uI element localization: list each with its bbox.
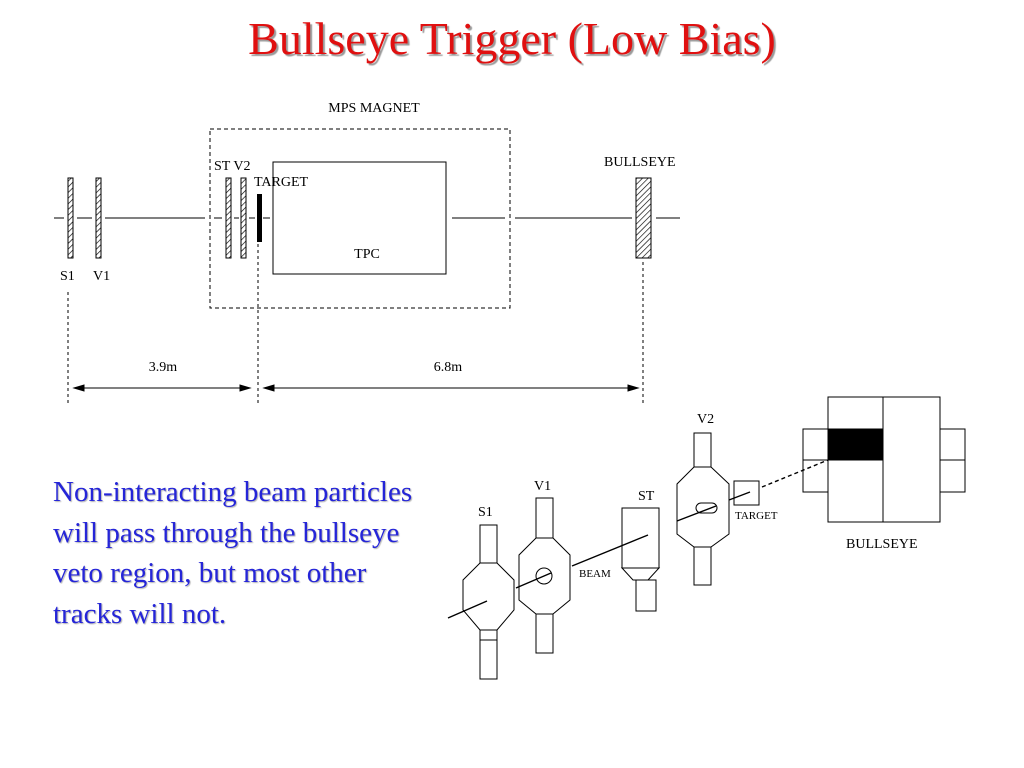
extension-lines <box>67 244 644 405</box>
tpc-label: TPC <box>354 247 380 262</box>
dimension-arrows <box>72 384 640 392</box>
bullseye-counter <box>635 177 652 259</box>
v2-perspective-counter <box>676 432 730 586</box>
v1-perspective-label: V1 <box>534 479 551 494</box>
v2-perspective-label: V2 <box>697 412 714 427</box>
st-v2-label: ST V2 <box>214 159 250 174</box>
s1-label: S1 <box>60 269 75 284</box>
tpc-box <box>272 161 447 275</box>
target-label: TARGET <box>254 175 309 190</box>
perspective-diagram <box>447 396 966 680</box>
bullseye-perspective-label: BULLSEYE <box>846 537 918 552</box>
target-block <box>257 194 262 242</box>
distance-label-1: 3.9m <box>149 360 178 375</box>
v1-counter <box>95 177 102 259</box>
bullseye-label: BULLSEYE <box>604 155 676 170</box>
side-view-diagram: MPS MAGNET TPC ST V2 TARGET BULLSEYE S1 … <box>54 101 680 405</box>
v1-label: V1 <box>93 269 110 284</box>
v2-counter <box>240 177 247 259</box>
s1-perspective-counter <box>462 524 515 680</box>
s1-perspective-label: S1 <box>478 505 493 520</box>
beam-track <box>447 450 851 619</box>
s1-counter <box>67 177 74 259</box>
perspective-labels: S1 V1 ST V2 BEAM TARGET BULLSEYE <box>478 412 918 580</box>
st-perspective-counter <box>620 507 661 612</box>
st-counter <box>225 177 232 259</box>
slide-body-text: Non-interacting beam particles will pass… <box>53 476 413 630</box>
bullseye-detector <box>802 396 966 523</box>
st-perspective-label: ST <box>638 489 655 504</box>
bullseye-veto-region <box>827 428 884 461</box>
mps-magnet-outline <box>209 128 511 309</box>
distance-label-2: 6.8m <box>434 360 463 375</box>
mps-magnet-label: MPS MAGNET <box>328 101 420 116</box>
beam-label: BEAM <box>579 568 611 580</box>
target-perspective-label: TARGET <box>735 510 778 522</box>
slide-title: Bullseye Trigger (Low Bias) <box>248 13 776 64</box>
